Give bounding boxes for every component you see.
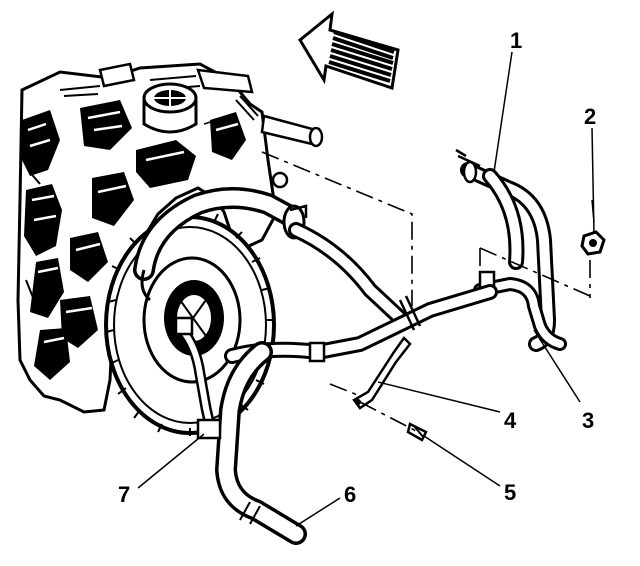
callout-4: 4 [504, 408, 517, 433]
nut [580, 199, 606, 256]
engine-block [16, 62, 278, 414]
callout-3: 3 [582, 408, 594, 433]
ac-hose-upper [288, 222, 408, 326]
callout-6: 6 [344, 482, 356, 507]
alignment-lines [203, 117, 591, 433]
callout-5: 5 [504, 480, 516, 505]
arrow-left-icon [298, 10, 400, 90]
bolt [406, 422, 428, 442]
manifold-hose [224, 284, 498, 364]
hose-bracket [352, 336, 412, 410]
engine-upper-cap [98, 62, 254, 134]
callout-2: 2 [584, 104, 596, 129]
callout-1: 1 [510, 28, 522, 53]
coolant-hose [133, 187, 301, 302]
callout-leaders [137, 51, 595, 527]
engine-fitting [260, 114, 324, 148]
ac-hose-6 [214, 341, 307, 545]
wiring-harness [174, 316, 222, 440]
callout-7: 7 [118, 482, 130, 507]
